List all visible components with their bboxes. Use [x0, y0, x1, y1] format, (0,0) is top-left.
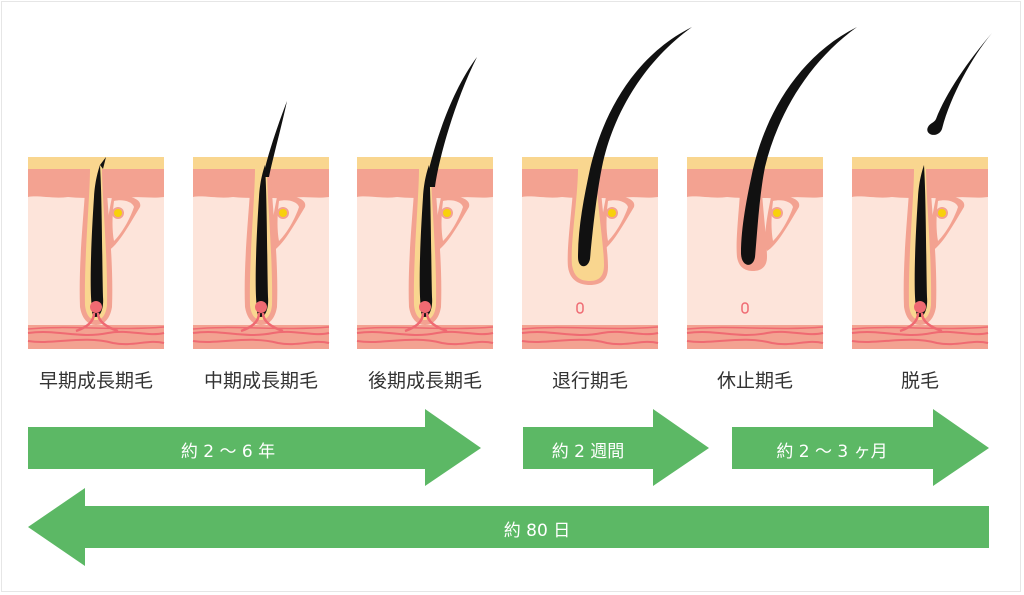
- duration-label-total: 約 80 日: [503, 521, 571, 541]
- stage-panel-mid-anagen: [192, 101, 330, 350]
- stage-panel-late-anagen: [356, 57, 494, 350]
- stage-label-late-anagen: 後期成長期毛: [367, 370, 482, 392]
- stage-label-exogen: 脱毛: [900, 370, 939, 392]
- duration-label-telogen: 約 2 〜 3 ヶ月: [776, 442, 888, 462]
- stage-label-catagen: 退行期毛: [551, 370, 628, 392]
- stage-panel-exogen: [851, 33, 992, 350]
- arrow-catagen-duration: [523, 409, 709, 486]
- stage-panel-catagen: [521, 27, 692, 350]
- stage-label-telogen: 休止期毛: [716, 370, 793, 392]
- stage-label-early-anagen: 早期成長期毛: [38, 370, 153, 392]
- stage-label-mid-anagen: 中期成長期毛: [203, 370, 318, 392]
- arrow-telogen-duration: [732, 409, 989, 486]
- stage-panel-early-anagen: [27, 156, 165, 350]
- duration-label-anagen: 約 2 〜 6 年: [180, 442, 276, 462]
- arrow-anagen-duration: [28, 409, 481, 486]
- stage-panel-telogen: [686, 27, 857, 350]
- duration-label-catagen: 約 2 週間: [551, 442, 625, 462]
- arrow-total-cycle: [28, 488, 989, 566]
